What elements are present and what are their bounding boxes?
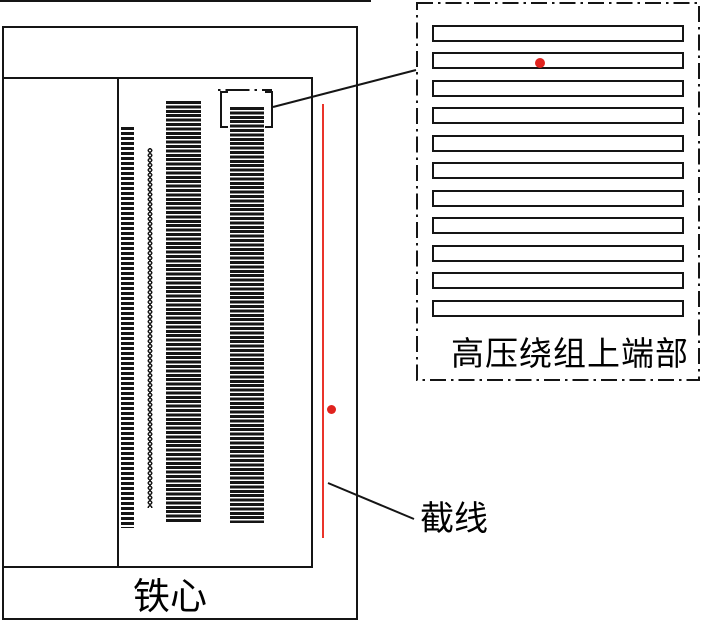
section-line-label: 截线 [420,501,488,538]
winding-turn [432,107,684,125]
sample-point-in-detail [535,58,545,68]
core-label: 铁心 [133,577,207,618]
hv-winding-column [230,107,264,523]
winding-turn [432,244,684,262]
winding-turn [432,299,684,317]
winding-turn [432,52,684,70]
winding-turn [432,25,684,42]
winding-turn [432,272,684,290]
top-crop-artifact-line [0,0,371,2]
spacer-dot-column [146,148,154,508]
core-limb-boundary-line [117,77,119,568]
core-window-outline [2,77,313,568]
winding-column-inner [166,101,201,523]
winding-turn [432,134,684,152]
detail-view-title: 高压绕组上端部 [451,337,689,373]
sample-point-on-section-line [327,405,336,414]
detail-turns-container [432,25,684,317]
section-line [322,104,324,538]
winding-column-thin [121,127,134,528]
winding-turn [432,162,684,180]
winding-turn [432,189,684,207]
winding-turn [432,217,684,235]
winding-turn [432,79,684,97]
